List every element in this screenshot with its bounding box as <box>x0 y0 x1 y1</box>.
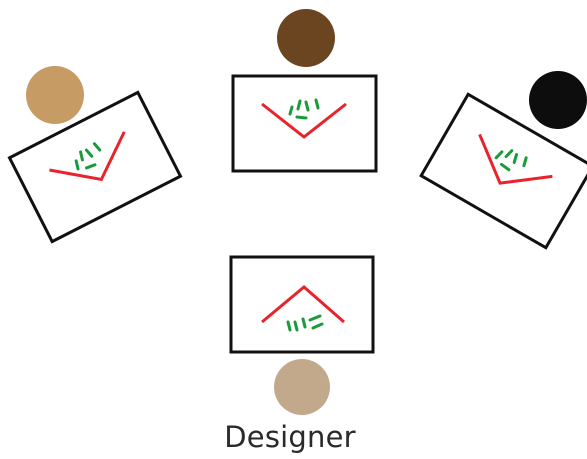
board-right <box>419 92 587 250</box>
sketch-dashes <box>74 142 102 171</box>
person-right <box>529 71 587 129</box>
group-right <box>419 71 587 250</box>
board-frame <box>229 255 375 354</box>
sketch-v-line <box>478 133 553 185</box>
board-left <box>7 90 183 244</box>
sketch-v-line <box>261 102 347 139</box>
person-left <box>26 66 84 124</box>
board-designer <box>229 255 375 354</box>
person-top <box>277 9 335 67</box>
sketch-inverted-v-line <box>261 285 345 324</box>
designer-avatar <box>274 359 330 415</box>
sketch-dashes <box>286 314 324 332</box>
board-top <box>231 74 378 173</box>
sketch-v-line <box>49 131 126 182</box>
sketch-dashes <box>494 149 528 172</box>
board-frame <box>7 90 183 244</box>
designer-label: Designer <box>224 420 356 454</box>
group-top <box>231 9 378 173</box>
group-designer <box>229 255 375 415</box>
board-frame <box>231 74 378 173</box>
sketch-dashes <box>288 98 320 120</box>
group-left <box>7 66 183 244</box>
board-frame <box>419 92 587 250</box>
